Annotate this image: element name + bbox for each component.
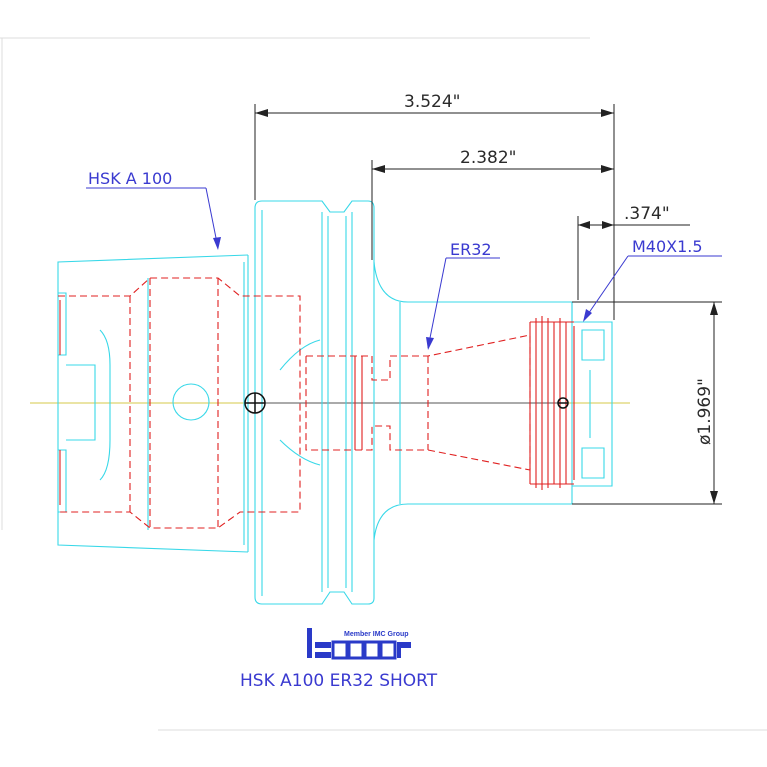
callout-collet bbox=[426, 257, 500, 350]
dim-overall-length-text: 3.524" bbox=[404, 92, 461, 112]
callout-collet-text: ER32 bbox=[450, 240, 492, 259]
thread-hidden-lines bbox=[529, 316, 575, 490]
dimension-overall-length bbox=[254, 104, 615, 320]
dimension-nose-length bbox=[371, 160, 614, 260]
flange-outline bbox=[254, 200, 375, 605]
dimension-thread-length bbox=[577, 216, 690, 300]
drawing-title: HSK A100 ER32 SHORT bbox=[240, 671, 438, 691]
callout-shank bbox=[86, 187, 221, 250]
center-marker-shank bbox=[244, 392, 266, 414]
dim-thread-length-text: .374" bbox=[624, 204, 670, 224]
iscar-logo: Member IMC Group bbox=[307, 628, 411, 660]
callout-thread bbox=[583, 255, 722, 322]
callout-thread-text: M40X1.5 bbox=[632, 237, 703, 256]
logo-tagline: Member IMC Group bbox=[344, 631, 409, 638]
callout-shank-text: HSK A 100 bbox=[88, 169, 172, 188]
dimension-diameter bbox=[572, 301, 722, 505]
dim-nose-length-text: 2.382" bbox=[460, 148, 517, 168]
dim-diameter-text: ø1.969" bbox=[695, 378, 715, 445]
nose-body-outline bbox=[279, 261, 613, 541]
center-marker-nose bbox=[557, 397, 569, 409]
